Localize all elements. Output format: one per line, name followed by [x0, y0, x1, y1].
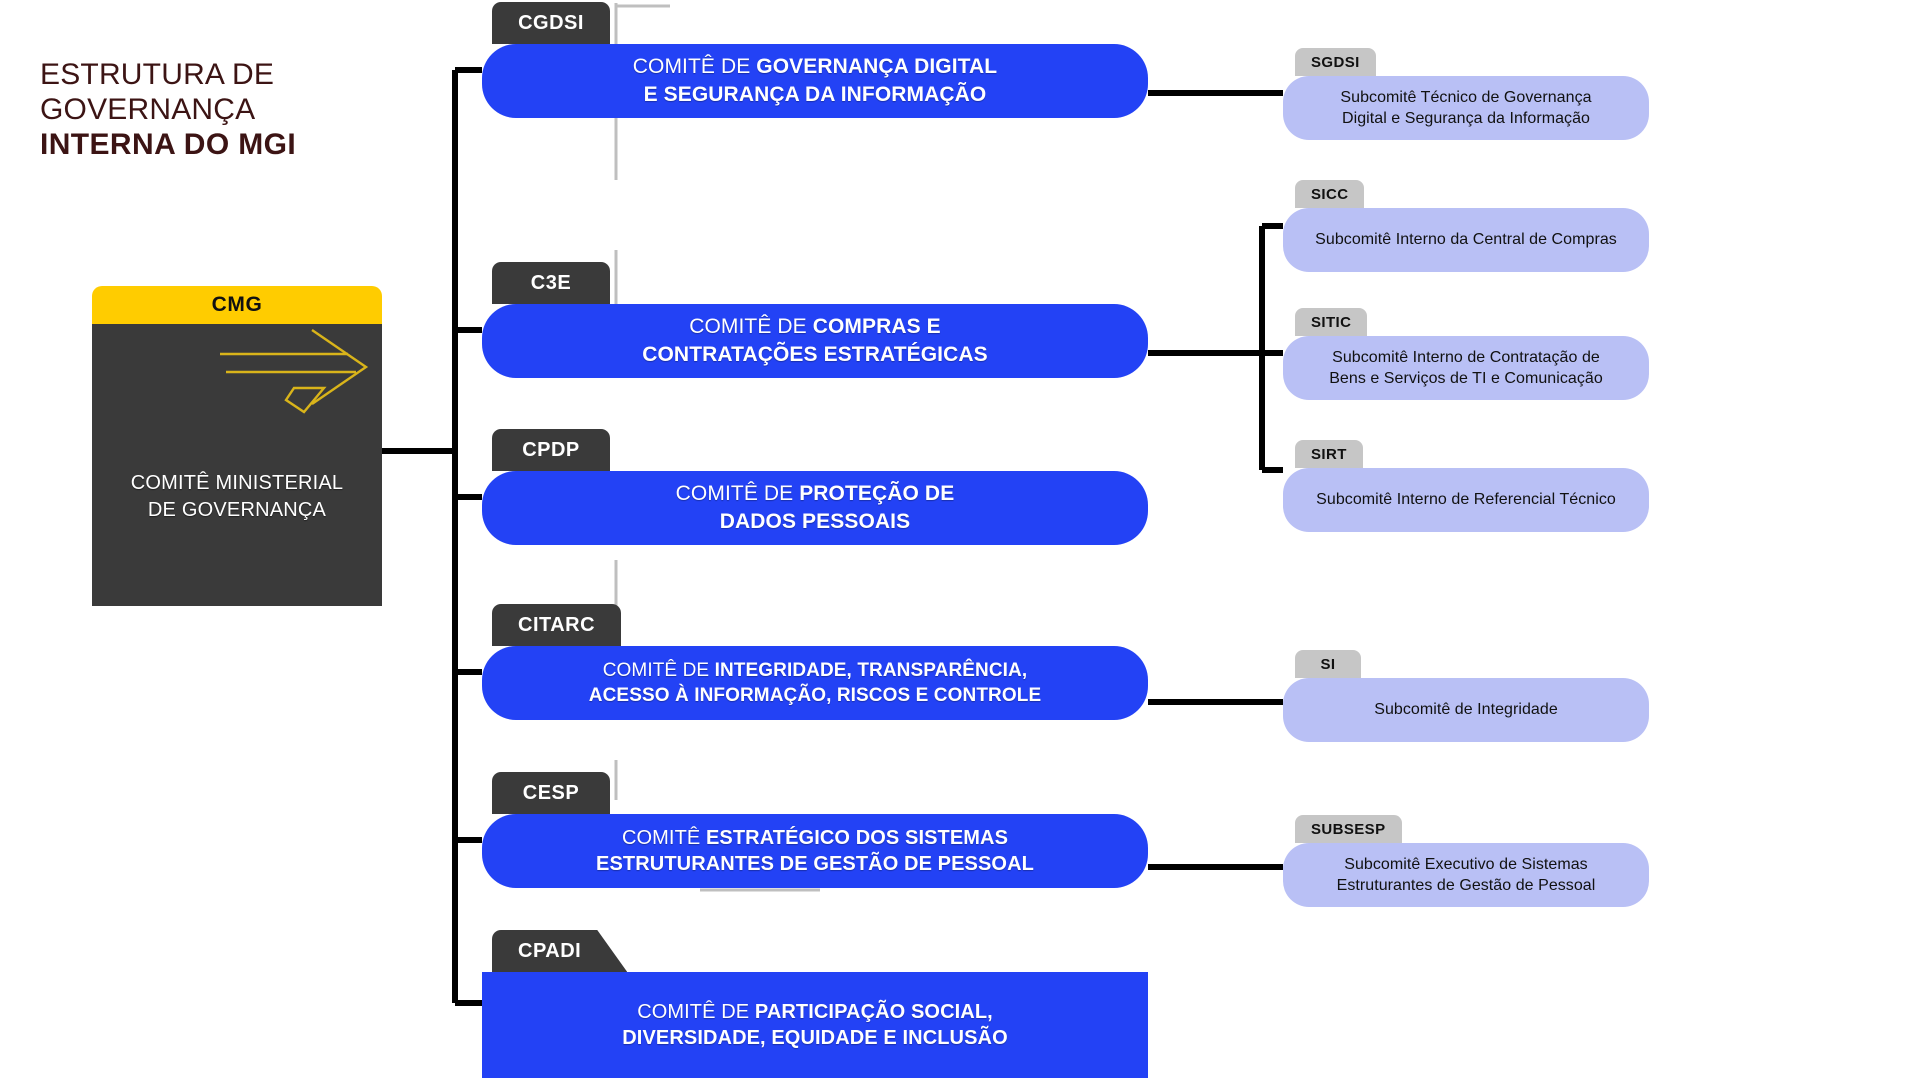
sirt-body: Subcomitê Interno de Referencial Técnico — [1283, 468, 1649, 532]
chevron-arrow-icon — [220, 329, 369, 414]
title-line-1: ESTRUTURA DE — [40, 58, 275, 91]
title-line-2: GOVERNANÇA — [40, 92, 256, 126]
node-sgdsi[interactable]: SGDSI Subcomitê Técnico de Governança Di… — [1283, 48, 1649, 140]
node-sicc[interactable]: SICC Subcomitê Interno da Central de Com… — [1283, 180, 1649, 272]
node-subsesp[interactable]: SUBSESP Subcomitê Executivo de Sistemas … — [1283, 815, 1649, 907]
sirt-name-line-1: Subcomitê Interno de Referencial Técnico — [1316, 491, 1616, 509]
cpadi-emphasis-1: PARTICIPAÇÃO SOCIAL, — [754, 1000, 993, 1023]
subsesp-name-line-1: Subcomitê Executivo de Sistemas — [1344, 855, 1588, 873]
cpdp-emphasis-2: DADOS PESSOAIS — [719, 510, 911, 533]
cesp-emphasis-1: ESTRATÉGICO DOS SISTEMAS — [705, 826, 1009, 849]
cgdsi-emphasis-1: GOVERNANÇA DIGITAL — [756, 55, 998, 79]
citarc-name-line-2: ACESSO À INFORMAÇÃO, RISCOS E CONTROLE — [589, 683, 1041, 708]
c3e-name-line-1: COMITÊ DE COMPRAS E — [642, 313, 988, 341]
node-cesp[interactable]: CESP COMITÊ ESTRATÉGICO DOS SISTEMAS EST… — [482, 772, 1148, 888]
c3e-prefix: COMITÊ DE — [689, 315, 813, 339]
citarc-acronym-tab: CITARC — [492, 604, 622, 646]
sirt-acronym: SIRT — [1311, 445, 1347, 463]
cpadi-acronym: CPADI — [518, 939, 582, 962]
cesp-name-line-2: ESTRUTURANTES DE GESTÃO DE PESSOAL — [596, 851, 1034, 877]
si-acronym: SI — [1320, 655, 1336, 673]
cpdp-acronym-tab: CPDP — [492, 429, 610, 471]
citarc-prefix: COMITÊ DE — [602, 659, 715, 681]
cmg-name-line-1: COMITÊ MINISTERIAL — [130, 472, 344, 494]
citarc-emphasis-1: INTEGRIDADE, TRANSPARÊNCIA, — [714, 659, 1028, 681]
node-cgdsi[interactable]: CGDSI COMITÊ DE GOVERNANÇA DIGITAL E SEG… — [482, 2, 1148, 118]
cmg-acronym: CMG — [211, 293, 263, 316]
node-citarc[interactable]: CITARC COMITÊ DE INTEGRIDADE, TRANSPARÊN… — [482, 604, 1148, 720]
cpdp-name-line-2: DADOS PESSOAIS — [676, 508, 955, 536]
node-cpadi[interactable]: CPADI COMITÊ DE PARTICIPAÇÃO SOCIAL, DIV… — [482, 930, 1148, 1078]
c3e-emphasis-1: COMPRAS E — [812, 315, 941, 339]
si-acronym-tab: SI — [1295, 650, 1361, 678]
cesp-acronym-tab: CESP — [492, 772, 610, 814]
node-sitic[interactable]: SITIC Subcomitê Interno de Contratação d… — [1283, 308, 1649, 400]
cesp-name-line-1: COMITÊ ESTRATÉGICO DOS SISTEMAS — [596, 825, 1034, 851]
subsesp-name-line-2: Estruturantes de Gestão de Pessoal — [1336, 877, 1596, 894]
cmg-acronym-header: CMG — [92, 286, 382, 324]
cgdsi-acronym: CGDSI — [518, 11, 584, 34]
c3e-acronym-tab: C3E — [492, 262, 610, 304]
si-body: Subcomitê de Integridade — [1283, 678, 1649, 742]
cpadi-acronym-tab: CPADI — [492, 930, 627, 972]
cgdsi-body: COMITÊ DE GOVERNANÇA DIGITAL E SEGURANÇA… — [482, 44, 1148, 118]
cesp-prefix: COMITÊ — [621, 826, 706, 849]
cpdp-body: COMITÊ DE PROTEÇÃO DE DADOS PESSOAIS — [482, 471, 1148, 545]
citarc-acronym: CITARC — [518, 613, 596, 636]
cpdp-name-line-1: COMITÊ DE PROTEÇÃO DE — [676, 480, 955, 508]
node-cmg[interactable]: CMG COMITÊ MINISTERIAL DE GOVERNANÇA — [92, 286, 382, 606]
sicc-body: Subcomitê Interno da Central de Compras — [1283, 208, 1649, 272]
cesp-body: COMITÊ ESTRATÉGICO DOS SISTEMAS ESTRUTUR… — [482, 814, 1148, 888]
sitic-acronym-tab: SITIC — [1295, 308, 1368, 336]
subsesp-acronym-tab: SUBSESP — [1295, 815, 1402, 843]
cesp-emphasis-2: ESTRUTURANTES DE GESTÃO DE PESSOAL — [596, 853, 1034, 875]
cpdp-prefix: COMITÊ DE — [675, 482, 800, 506]
c3e-name-line-2: CONTRATAÇÕES ESTRATÉGICAS — [642, 341, 988, 369]
node-si[interactable]: SI Subcomitê de Integridade — [1283, 650, 1649, 742]
node-cpdp[interactable]: CPDP COMITÊ DE PROTEÇÃO DE DADOS PESSOAI… — [482, 429, 1148, 545]
citarc-emphasis-2: ACESSO À INFORMAÇÃO, RISCOS E CONTROLE — [588, 685, 1042, 706]
cgdsi-prefix: COMITÊ DE — [632, 55, 757, 79]
c3e-acronym: C3E — [530, 271, 572, 294]
subsesp-body: Subcomitê Executivo de Sistemas Estrutur… — [1283, 843, 1649, 907]
citarc-body: COMITÊ DE INTEGRIDADE, TRANSPARÊNCIA, AC… — [482, 646, 1148, 720]
sgdsi-name-line-2: Digital e Segurança da Informação — [1341, 110, 1591, 127]
cpadi-emphasis-2: DIVERSIDADE, EQUIDADE E INCLUSÃO — [622, 1027, 1008, 1049]
cpdp-acronym: CPDP — [522, 438, 580, 461]
cgdsi-name-line-1: COMITÊ DE GOVERNANÇA DIGITAL — [633, 53, 997, 81]
node-sirt[interactable]: SIRT Subcomitê Interno de Referencial Té… — [1283, 440, 1649, 532]
cgdsi-acronym-tab: CGDSI — [492, 2, 610, 44]
sitic-name-line-1: Subcomitê Interno de Contratação de — [1332, 348, 1600, 366]
c3e-emphasis-2: CONTRATAÇÕES ESTRATÉGICAS — [642, 343, 988, 366]
si-name-line-1: Subcomitê de Integridade — [1374, 701, 1558, 719]
cpdp-emphasis-1: PROTEÇÃO DE — [799, 482, 955, 506]
page-title: ESTRUTURA DE GOVERNANÇA INTERNA DO MGI — [40, 58, 440, 162]
sitic-name-line-2: Bens e Serviços de TI e Comunicação — [1329, 370, 1603, 387]
node-c3e[interactable]: C3E COMITÊ DE COMPRAS E CONTRATAÇÕES EST… — [482, 262, 1148, 378]
sgdsi-acronym: SGDSI — [1311, 53, 1360, 71]
cpadi-prefix: COMITÊ DE — [637, 1000, 755, 1023]
cgdsi-emphasis-2: E SEGURANÇA DA INFORMAÇÃO — [643, 83, 987, 106]
citarc-name-line-1: COMITÊ DE INTEGRIDADE, TRANSPARÊNCIA, — [589, 658, 1041, 683]
sgdsi-name-line-1: Subcomitê Técnico de Governança — [1340, 88, 1592, 106]
sicc-acronym: SICC — [1311, 185, 1349, 203]
cpadi-name-line-2: DIVERSIDADE, EQUIDADE E INCLUSÃO — [622, 1025, 1007, 1051]
sgdsi-acronym-tab: SGDSI — [1295, 48, 1376, 76]
sicc-name-line-1: Subcomitê Interno da Central de Compras — [1315, 231, 1617, 249]
cgdsi-name-line-2: E SEGURANÇA DA INFORMAÇÃO — [633, 81, 997, 109]
sicc-acronym-tab: SICC — [1295, 180, 1365, 208]
cmg-name: COMITÊ MINISTERIAL DE GOVERNANÇA — [92, 470, 382, 524]
cpadi-body: COMITÊ DE PARTICIPAÇÃO SOCIAL, DIVERSIDA… — [482, 972, 1148, 1078]
title-line-3: INTERNA DO MGI — [40, 127, 297, 161]
c3e-body: COMITÊ DE COMPRAS E CONTRATAÇÕES ESTRATÉ… — [482, 304, 1148, 378]
sitic-body: Subcomitê Interno de Contratação de Bens… — [1283, 336, 1649, 400]
sirt-acronym-tab: SIRT — [1295, 440, 1363, 468]
cesp-acronym: CESP — [522, 781, 580, 804]
subsesp-acronym: SUBSESP — [1311, 820, 1386, 838]
sitic-acronym: SITIC — [1311, 313, 1352, 331]
cmg-body: COMITÊ MINISTERIAL DE GOVERNANÇA — [92, 324, 382, 606]
cmg-name-line-2: DE GOVERNANÇA — [147, 498, 327, 521]
cpadi-name-line-1: COMITÊ DE PARTICIPAÇÃO SOCIAL, — [622, 999, 1007, 1025]
sgdsi-body: Subcomitê Técnico de Governança Digital … — [1283, 76, 1649, 140]
